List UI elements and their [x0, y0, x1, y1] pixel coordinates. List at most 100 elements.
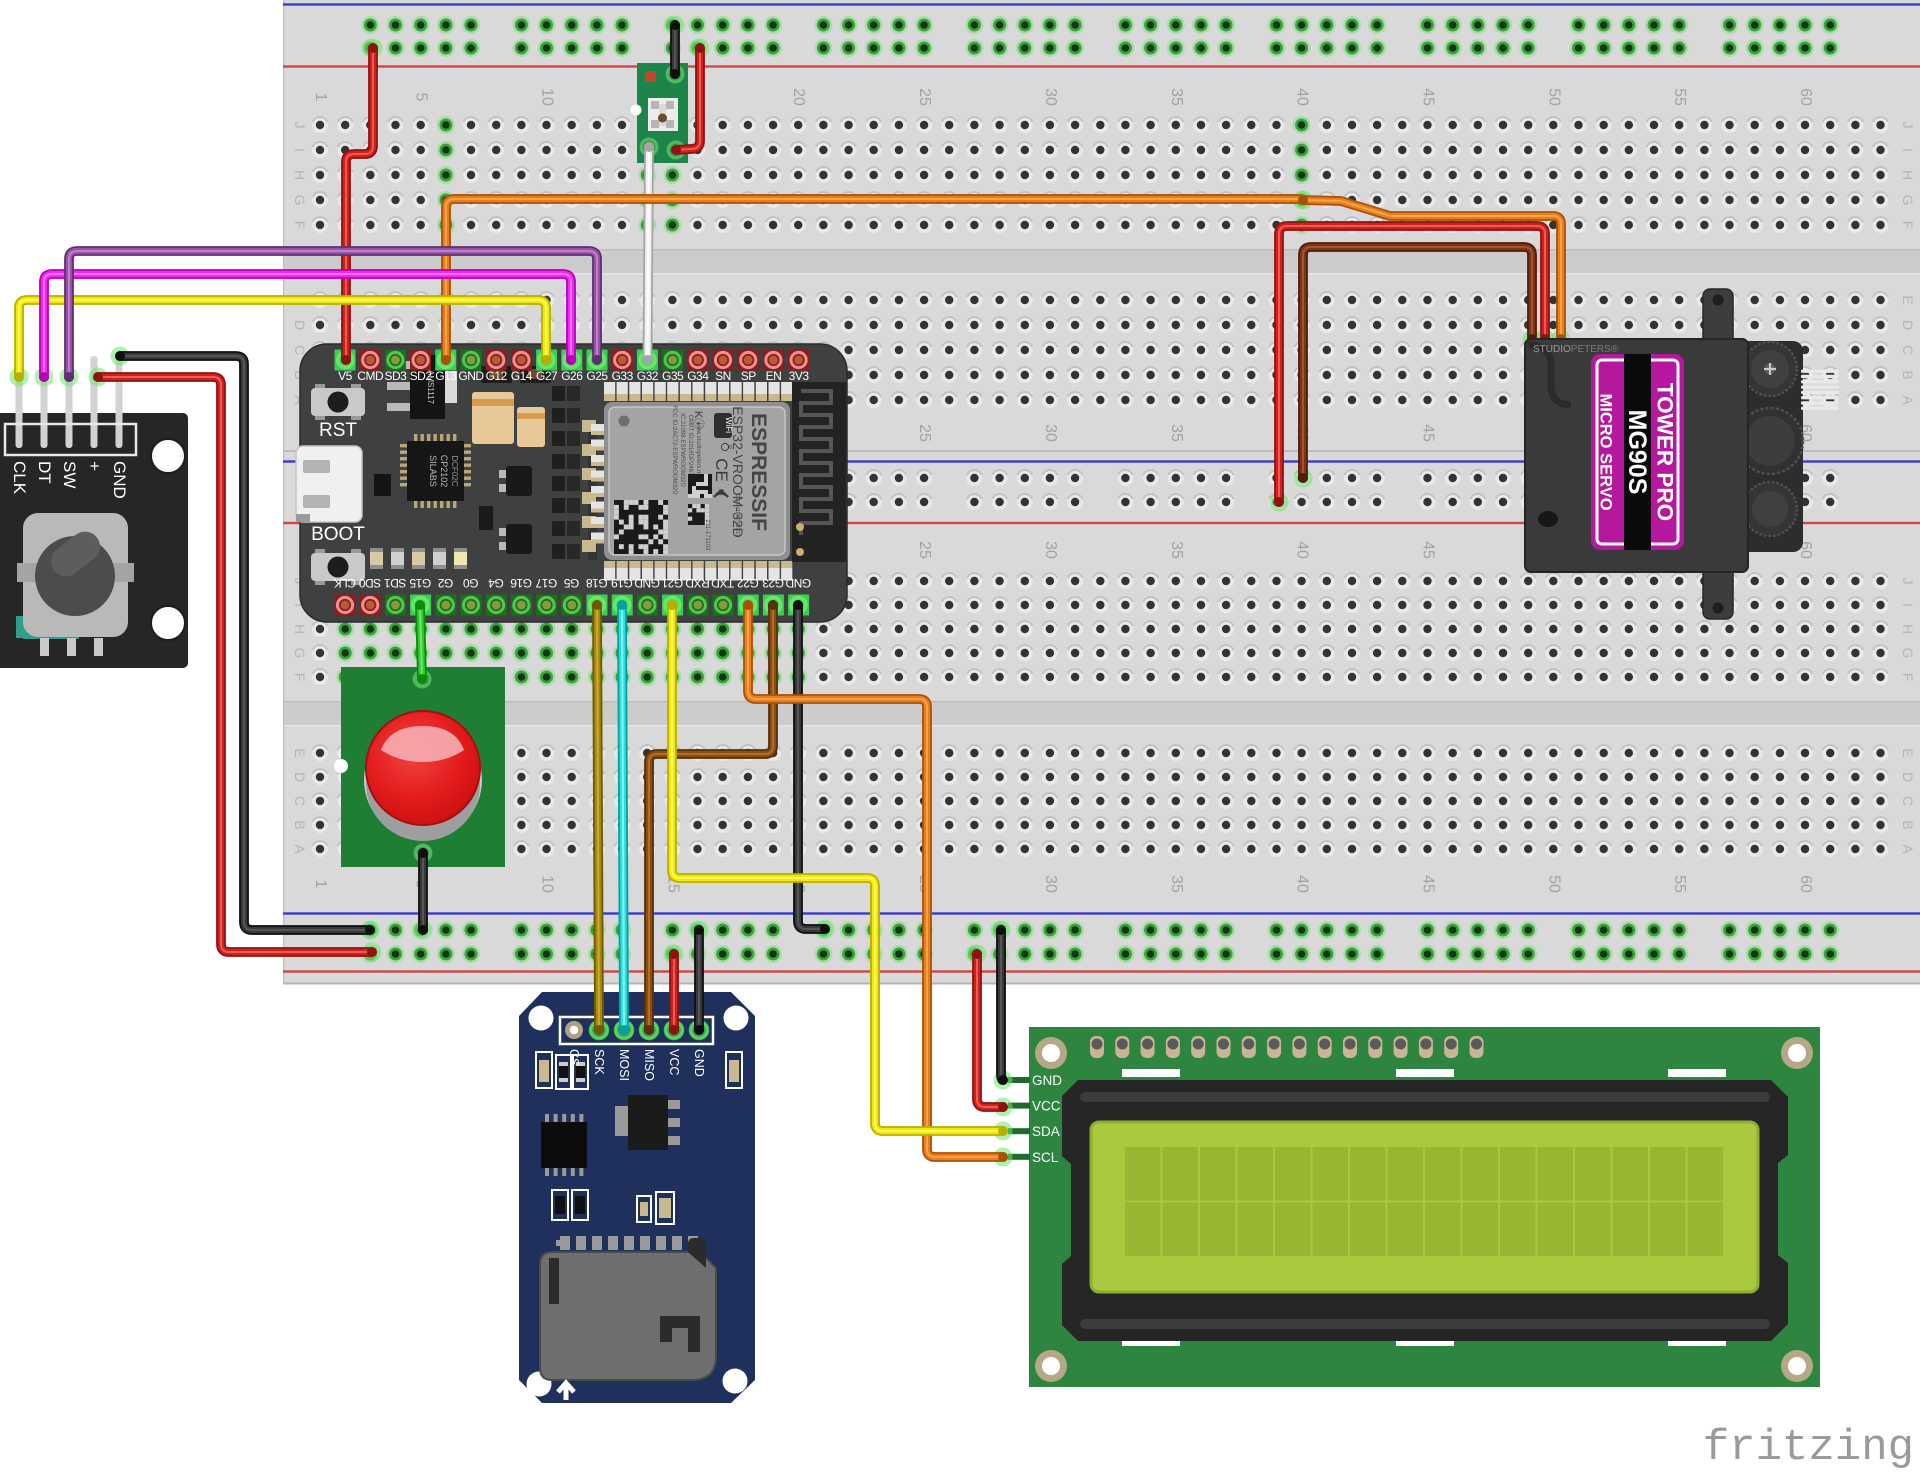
- svg-text:G: G: [1900, 195, 1916, 206]
- svg-text:IC:21098-ESPWROOM32D: IC:21098-ESPWROOM32D: [679, 413, 685, 487]
- svg-text:60: 60: [1797, 875, 1814, 893]
- svg-text:A: A: [292, 844, 308, 854]
- svg-text:I: I: [1900, 148, 1916, 152]
- svg-text:V5: V5: [338, 369, 353, 383]
- svg-text:I: I: [292, 148, 308, 152]
- svg-text:50: 50: [1545, 88, 1562, 106]
- svg-text:CP2102: CP2102: [439, 455, 449, 488]
- svg-text:D: D: [1900, 320, 1916, 330]
- svg-text:BOOT: BOOT: [311, 524, 365, 545]
- svg-text:E: E: [292, 748, 308, 757]
- svg-text:G13: G13: [435, 369, 457, 383]
- svg-text:I: I: [1900, 603, 1916, 607]
- svg-text:G15: G15: [409, 576, 431, 590]
- svg-text:G26: G26: [561, 369, 583, 383]
- svg-text:GND: GND: [458, 369, 484, 383]
- svg-text:CS: CS: [567, 1049, 581, 1066]
- svg-text:G25: G25: [586, 369, 608, 383]
- svg-text:35: 35: [1168, 424, 1185, 442]
- svg-text:GND: GND: [692, 1049, 706, 1077]
- svg-text:RST: RST: [319, 420, 357, 441]
- svg-text:TXD: TXD: [711, 576, 734, 590]
- svg-text:FCC ID:2AC72-ESPWROOM32D: FCC ID:2AC72-ESPWROOM32D: [671, 405, 677, 495]
- svg-text:F: F: [292, 221, 308, 230]
- svg-text:WiFi: WiFi: [724, 417, 733, 433]
- svg-text:VCC: VCC: [1032, 1099, 1061, 1114]
- svg-text:ESP32-VROOM-32D: ESP32-VROOM-32D: [730, 406, 746, 537]
- svg-text:G: G: [292, 195, 308, 206]
- svg-text:CE: CE: [712, 458, 731, 482]
- svg-text:H: H: [1900, 170, 1916, 180]
- svg-text:SN: SN: [715, 369, 731, 383]
- svg-text:G21: G21: [661, 576, 683, 590]
- svg-text:30: 30: [1042, 88, 1059, 106]
- svg-text:G34: G34: [687, 369, 709, 383]
- svg-text:20: 20: [790, 88, 807, 106]
- svg-text:35: 35: [1168, 875, 1185, 893]
- svg-text:J: J: [1900, 122, 1916, 129]
- svg-text:VCC: VCC: [667, 1049, 681, 1075]
- svg-text:25: 25: [916, 541, 933, 559]
- svg-text:G17: G17: [535, 576, 557, 590]
- svg-text:E: E: [1900, 748, 1916, 757]
- svg-text:+: +: [85, 461, 104, 471]
- svg-text:G: G: [292, 648, 308, 659]
- svg-text:G22: G22: [737, 576, 759, 590]
- svg-text:SW: SW: [60, 461, 79, 488]
- svg-text:G12: G12: [486, 369, 508, 383]
- svg-text:STUDIOPETERS®: STUDIOPETERS®: [1533, 344, 1619, 355]
- svg-text:C: C: [292, 345, 308, 355]
- svg-text:H: H: [292, 170, 308, 180]
- svg-text:EN: EN: [766, 369, 782, 383]
- svg-text:RXD: RXD: [685, 576, 710, 590]
- svg-text:G5: G5: [563, 576, 579, 590]
- svg-text:SCK: SCK: [592, 1049, 606, 1075]
- svg-text:40: 40: [1294, 88, 1311, 106]
- svg-text:DCF02C: DCF02C: [450, 455, 459, 486]
- svg-text:SD0: SD0: [358, 576, 381, 590]
- svg-text:DT: DT: [35, 461, 54, 484]
- svg-text:GND: GND: [110, 461, 129, 499]
- svg-text:E: E: [1900, 295, 1916, 304]
- svg-text:G27: G27: [536, 369, 558, 383]
- svg-text:G0: G0: [463, 576, 479, 590]
- svg-text:55: 55: [1671, 88, 1688, 106]
- svg-text:40: 40: [1294, 875, 1311, 893]
- svg-text:50: 50: [1545, 875, 1562, 893]
- svg-text:C: C: [1900, 796, 1916, 806]
- svg-text:C: C: [1900, 345, 1916, 355]
- svg-text:J: J: [292, 122, 308, 129]
- svg-text:B: B: [1900, 370, 1916, 379]
- svg-text:30: 30: [1042, 541, 1059, 559]
- svg-text:211-171102: 211-171102: [704, 519, 710, 551]
- svg-text:SD3: SD3: [384, 369, 407, 383]
- svg-text:30: 30: [1042, 875, 1059, 893]
- svg-text:G32: G32: [637, 369, 659, 383]
- svg-text:TOWER PRO: TOWER PRO: [1653, 383, 1678, 521]
- svg-text:G18: G18: [586, 576, 608, 590]
- svg-text:F: F: [1900, 673, 1916, 682]
- svg-text:SP: SP: [741, 369, 757, 383]
- svg-text:G23: G23: [762, 576, 784, 590]
- svg-text:G19: G19: [611, 576, 633, 590]
- svg-text:35: 35: [1168, 541, 1185, 559]
- svg-text:CMD: CMD: [357, 369, 384, 383]
- svg-text:G16: G16: [510, 576, 532, 590]
- svg-text:SILABS: SILABS: [428, 455, 438, 487]
- svg-text:35: 35: [1168, 88, 1185, 106]
- svg-text:G33: G33: [612, 369, 634, 383]
- svg-text:45: 45: [1420, 424, 1437, 442]
- svg-text:fritzing: fritzing: [1703, 1423, 1914, 1472]
- svg-text:AMS1117: AMS1117: [426, 370, 435, 404]
- svg-text:MOSI: MOSI: [617, 1049, 631, 1081]
- svg-text:B: B: [1900, 820, 1916, 829]
- svg-text:H: H: [1900, 624, 1916, 634]
- svg-text:CLK: CLK: [10, 461, 29, 495]
- svg-text:3V3: 3V3: [789, 369, 810, 383]
- svg-text:45: 45: [1420, 875, 1437, 893]
- svg-text:45: 45: [1420, 88, 1437, 106]
- svg-text:1: 1: [312, 93, 329, 102]
- svg-text:ESPRESSIF: ESPRESSIF: [747, 413, 770, 531]
- svg-text:40: 40: [1294, 541, 1311, 559]
- svg-text:D: D: [1900, 772, 1916, 782]
